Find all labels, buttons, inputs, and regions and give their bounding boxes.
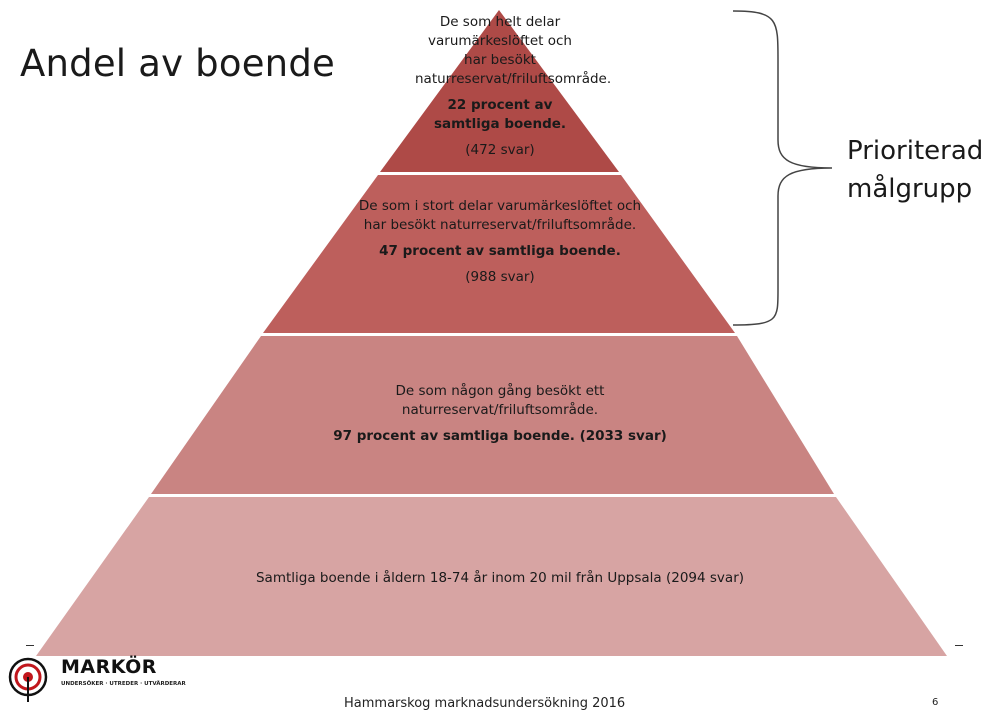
layer-1-share: 22 procent av samtliga boende. [433, 97, 567, 132]
logo-name: MARKÖR [61, 656, 157, 678]
markor-logo: MARKÖR UNDERSÖKER · UTREDER · UTVÄRDERAR [6, 656, 186, 702]
pyramid-layer-2 [263, 175, 735, 333]
layer-3-share: 97 procent av samtliga boende. (2033 sva… [333, 428, 667, 444]
layer-4-text: Samtliga boende i åldern 18-74 år inom 2… [100, 569, 900, 588]
footer-text: Hammarskog marknadsundersökning 2016 [344, 696, 626, 711]
layer-2-description: De som i stort delar varumärkeslöftet oc… [358, 198, 642, 233]
logo-tagline: UNDERSÖKER · UTREDER · UTVÄRDERAR [61, 681, 186, 687]
layer-3-text: De som någon gång besökt ett naturreserv… [280, 382, 720, 446]
layer-2-text: De som i stort delar varumärkeslöftet oc… [330, 197, 670, 287]
priority-label-line1: Prioriterad [847, 136, 984, 166]
right-dash [955, 645, 963, 646]
priority-label: Prioriterad målgrupp [847, 132, 983, 208]
layer-4-description: Samtliga boende i åldern 18-74 år inom 2… [255, 570, 745, 586]
curly-brace [732, 10, 833, 326]
left-dash [26, 645, 34, 646]
target-icon [8, 657, 48, 702]
page-title: Andel av boende [20, 42, 335, 85]
pyramid-layer-1 [380, 10, 619, 172]
pyramid-layer-4 [36, 497, 947, 656]
page-number: 6 [932, 697, 939, 708]
layer-3-description: De som någon gång besökt ett naturreserv… [395, 383, 605, 418]
layer-2-count: (988 svar) [465, 269, 535, 285]
layer-2-share: 47 procent av samtliga boende. [379, 243, 621, 259]
pyramid-layer-3 [151, 336, 834, 494]
priority-label-line2: målgrupp [847, 174, 973, 204]
layer-1-text: De som helt delar varumärkeslöftet och h… [355, 13, 645, 160]
layer-1-count: (472 svar) [465, 142, 535, 158]
layer-1-description: De som helt delar varumärkeslöftet och h… [415, 14, 612, 87]
